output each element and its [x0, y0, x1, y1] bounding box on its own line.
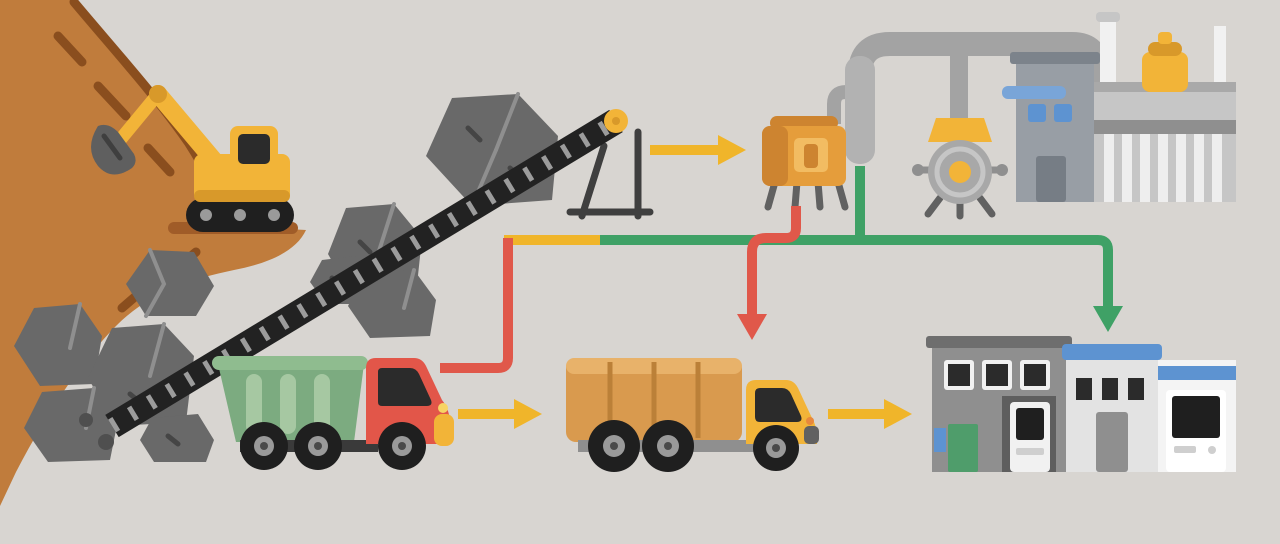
- vending-button-bar: [1174, 446, 1196, 453]
- rooftop-tank: [1142, 52, 1188, 92]
- store-middle-door: [1096, 412, 1128, 472]
- hall-columns: [1104, 134, 1222, 202]
- kiln-funnel: [928, 118, 992, 142]
- conveyor: [105, 109, 654, 438]
- rock-boulder: [126, 250, 214, 316]
- chimney-cap: [1096, 12, 1120, 22]
- kiln-axle-cap: [996, 164, 1008, 176]
- store-left-blue-window: [934, 428, 946, 452]
- head-pulley-hub: [612, 117, 620, 125]
- arrowhead-right-icon: [884, 399, 912, 429]
- standpipe-cylinder: [845, 56, 875, 164]
- body-skirt: [194, 190, 290, 202]
- cab-window: [238, 134, 270, 164]
- furnace-legs: [764, 178, 849, 211]
- store-right: [1158, 360, 1236, 472]
- box-truck: [566, 358, 819, 472]
- tank-cap: [1158, 32, 1172, 44]
- arrowhead-down-icon: [1093, 306, 1123, 332]
- flow-line-red-to-dump-truck: [440, 238, 513, 373]
- kiln-legs: [924, 194, 996, 220]
- rock-boulder: [140, 414, 214, 462]
- flow-line-red-from-furnace: [747, 206, 801, 314]
- track-wheels: [200, 209, 280, 221]
- dump-headlight: [438, 403, 448, 413]
- kiln-feed-pipe: [950, 44, 968, 120]
- conveyor-support-frame: [566, 128, 654, 220]
- store-middle-windows: [1076, 378, 1144, 400]
- conveyor-belt: [105, 109, 623, 438]
- dump-cab-window: [378, 368, 432, 406]
- store-middle: [1062, 344, 1162, 472]
- kiln-melt-glow: [949, 161, 971, 183]
- arrowhead-right-icon: [718, 135, 746, 165]
- box-cab-window: [755, 388, 802, 422]
- hall-lintel: [1094, 120, 1236, 134]
- excavator: [91, 85, 294, 232]
- store-right-sign-band: [1158, 366, 1236, 380]
- store-middle-sign-band: [1062, 344, 1162, 360]
- tower-door: [1036, 156, 1066, 202]
- kiosk-slot: [1016, 448, 1044, 455]
- tower-window: [1054, 104, 1072, 122]
- blue-beam: [1002, 86, 1066, 99]
- chimney: [1100, 20, 1116, 82]
- store-left-door: [948, 424, 978, 472]
- flow-arrows: [440, 135, 1123, 429]
- dump-truck-wheels: [240, 422, 426, 470]
- arrowhead-down-icon: [737, 314, 767, 340]
- tower-window: [1028, 104, 1046, 122]
- claw-finger-line: [101, 133, 123, 161]
- box-front-bumper: [804, 426, 819, 444]
- furnace-hopper: [762, 116, 849, 211]
- store-left-windows: [944, 360, 1050, 390]
- store-left: [926, 336, 1072, 472]
- dump-truck: [212, 356, 454, 470]
- kiosk-screen: [1016, 408, 1044, 440]
- dump-bed-slats: [246, 374, 330, 434]
- flow-line-green-to-stores: [598, 235, 1113, 306]
- box-headlight: [806, 417, 814, 425]
- rock-pebble: [98, 434, 114, 450]
- kiln-pot-ring: [934, 146, 986, 198]
- box-truck-wheels: [588, 420, 799, 472]
- tower-roof-ledge: [1010, 52, 1100, 64]
- dump-front-bumper: [434, 414, 454, 446]
- rock-boulder: [14, 304, 102, 386]
- arrowhead-right-icon: [514, 399, 542, 429]
- furnace-side-panel: [762, 126, 788, 186]
- furnace-slot: [804, 144, 818, 168]
- rock-boulder: [348, 270, 436, 338]
- dump-bed-rim: [212, 356, 368, 370]
- factory-building: [1002, 12, 1236, 202]
- rock-boulder: [24, 388, 118, 462]
- kiln: [912, 118, 1008, 220]
- excavator-stick: [113, 87, 165, 147]
- chimney-small: [1214, 26, 1226, 82]
- kiln-axle-cap: [912, 164, 924, 176]
- boom-joint: [149, 85, 167, 103]
- rock-pebble: [79, 413, 93, 427]
- vending-button: [1208, 446, 1216, 454]
- tank-lid: [1148, 42, 1182, 56]
- store-left-roof: [926, 336, 1072, 348]
- vending-screen: [1172, 396, 1220, 438]
- stores: [926, 336, 1236, 472]
